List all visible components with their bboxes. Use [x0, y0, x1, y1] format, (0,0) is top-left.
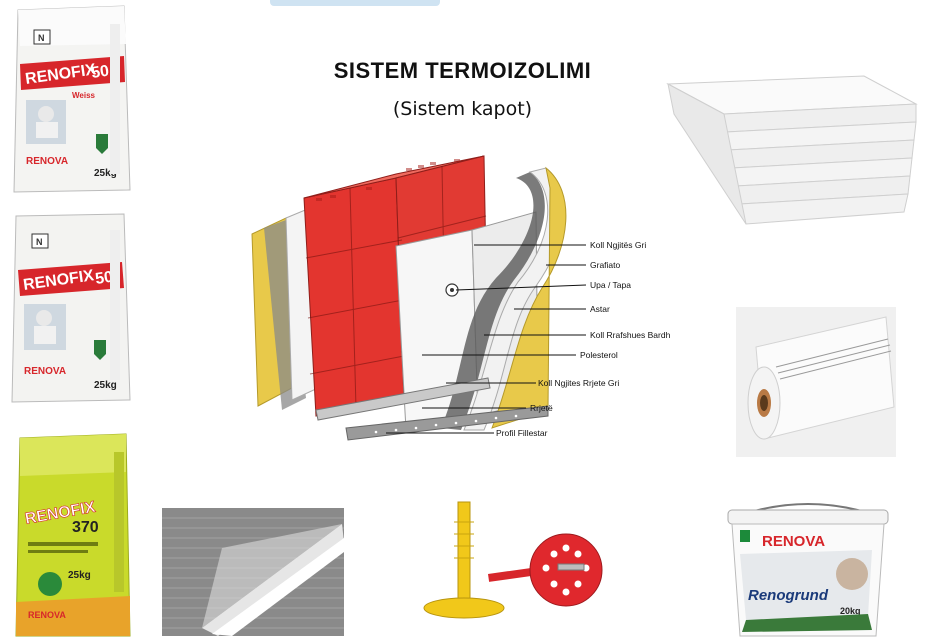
svg-text:N: N [38, 33, 45, 43]
svg-text:RENOVA: RENOVA [762, 533, 825, 550]
fiberglass-mesh-roll-photo [736, 307, 896, 457]
diagram-subtitle: (Sistem kapot) [392, 98, 533, 120]
svg-text:N: N [36, 237, 43, 247]
wall-cross-section-diagram [246, 148, 666, 468]
svg-text:RENOVA: RENOVA [26, 156, 68, 167]
callout-grafiato: Grafiato [590, 260, 621, 270]
renofix-370-bag: RENOFIX 370 25kg RENOVA [14, 432, 132, 638]
renogrund-bucket: RENOVA Renogrund 20kg [722, 496, 894, 638]
bag1-number: 50 [90, 63, 110, 82]
callout-koll-ngjites-gri: Koll Ngjitës Gri [590, 240, 647, 250]
callout-profil-fillestar: Profil Fillestar [496, 428, 548, 438]
svg-text:Weiss: Weiss [72, 91, 96, 100]
svg-text:25kg: 25kg [68, 570, 91, 581]
callout-astar: Astar [590, 304, 610, 314]
diagram-title: SISTEM TERMOIZOLIMI [333, 58, 592, 83]
callout-koll-rrafshues-bardh: Koll Rrafshues Bardh [590, 330, 671, 340]
svg-text:Renogrund: Renogrund [748, 587, 829, 604]
callout-koll-ngjites-rrjete-gri: Koll Ngjites Rrjete Gri [538, 378, 620, 388]
svg-text:25kg: 25kg [94, 168, 117, 179]
renofix-50-bag: N RENOFIX 50 RENOVA 25kg [10, 212, 132, 404]
renofix-50-weiss-bag: N RENOFIX 50 Weiss RENOVA 25kg [12, 4, 132, 194]
top-banner-fragment [270, 0, 440, 6]
bag3-number: 370 [72, 519, 99, 536]
callout-upa-tapa: Upa / Tapa [590, 280, 631, 290]
insulation-dowels-photo [418, 492, 614, 634]
polystyrene-boards-photo [664, 74, 920, 236]
callout-rrjete: Rrjetë [530, 403, 553, 413]
svg-text:RENOVA: RENOVA [24, 366, 66, 377]
svg-text:25kg: 25kg [94, 380, 117, 391]
corner-mesh-profile-photo [162, 508, 344, 636]
svg-text:RENOVA: RENOVA [28, 610, 66, 620]
callout-polesterol: Polesterol [580, 350, 618, 360]
svg-text:20kg: 20kg [840, 606, 861, 616]
bag2-number: 50 [94, 269, 114, 288]
